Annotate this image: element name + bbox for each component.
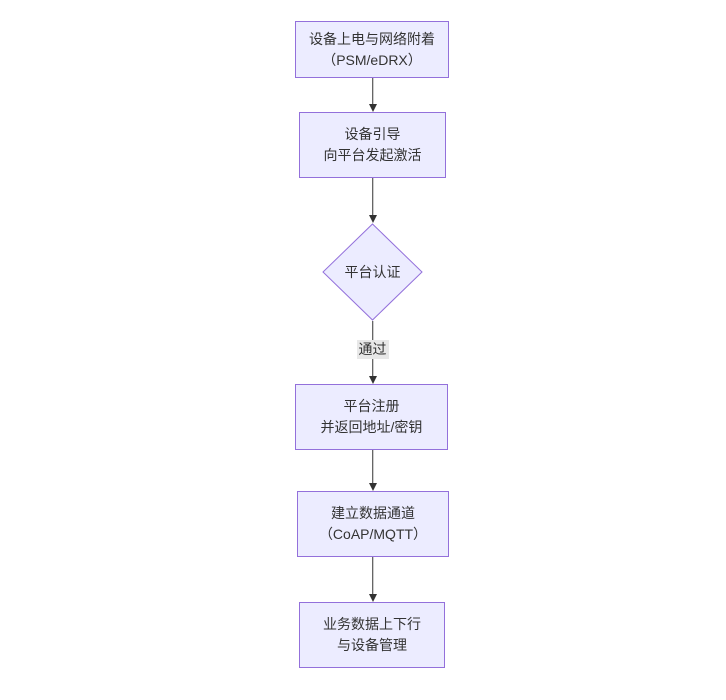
decision-node-platform-auth: 平台认证 xyxy=(322,223,423,321)
edge-line xyxy=(371,178,374,217)
node-label-line: 平台注册 xyxy=(343,398,400,414)
node-label-line: 设备引导 xyxy=(344,126,401,142)
node-label-line: （CoAP/MQTT） xyxy=(318,526,428,542)
edge-arrow-2 xyxy=(367,178,378,223)
node-label-line: 向平台发起激活 xyxy=(323,147,422,163)
arrow-down-icon xyxy=(368,594,377,602)
edge-line xyxy=(371,450,374,485)
node-label-line: 与设备管理 xyxy=(337,637,407,653)
edge-arrow-5 xyxy=(367,557,378,602)
flow-node-power-on-network-attach: 设备上电与网络附着 （PSM/eDRX） xyxy=(295,21,449,78)
arrow-down-icon xyxy=(368,104,377,112)
node-label-line: 建立数据通道 xyxy=(331,505,415,521)
edge-arrow-4 xyxy=(367,450,378,491)
node-label-line: 业务数据上下行 xyxy=(323,616,421,632)
edge-label-pass: 通过 xyxy=(356,340,389,359)
flow-node-device-bootstrap: 设备引导 向平台发起激活 xyxy=(299,112,446,178)
edge-arrow-1 xyxy=(367,78,378,112)
node-label-line: 平台认证 xyxy=(344,264,401,280)
flow-node-business-data-device-mgmt: 业务数据上下行 与设备管理 xyxy=(299,602,445,668)
edge-arrow-3: 通过 xyxy=(356,321,389,384)
flow-node-platform-register: 平台注册 并返回地址/密钥 xyxy=(295,384,448,450)
arrow-down-icon xyxy=(368,215,377,223)
arrow-down-icon xyxy=(368,483,377,491)
node-label-line: 并返回地址/密钥 xyxy=(320,419,423,435)
arrow-down-icon xyxy=(368,376,377,384)
flow-node-data-channel: 建立数据通道 （CoAP/MQTT） xyxy=(297,491,449,557)
node-label-line: （PSM/eDRX） xyxy=(322,51,422,68)
edge-line xyxy=(371,78,374,106)
diamond-shape xyxy=(322,223,423,321)
edge-line xyxy=(371,557,374,596)
node-label-line: 设备上电与网络附着 xyxy=(309,30,435,47)
